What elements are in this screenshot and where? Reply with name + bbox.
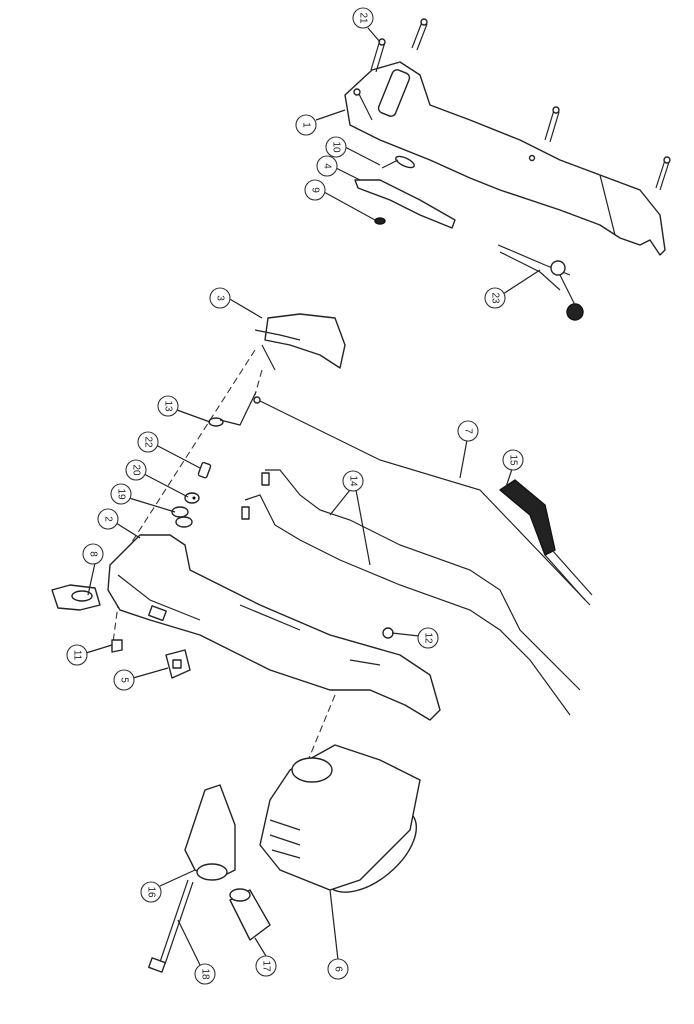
- callout-number: 9: [310, 187, 321, 193]
- callout-circle: [502, 449, 524, 471]
- callout-5: 5: [113, 669, 135, 691]
- callout-circle: [295, 114, 317, 136]
- callout-circle: [82, 543, 104, 565]
- callout-3: 3: [209, 287, 231, 309]
- callout-9: 9: [304, 179, 326, 201]
- callout-circle: [194, 963, 216, 985]
- part-4-lever: [354, 179, 456, 229]
- callout-circle: [417, 627, 439, 649]
- part-3-trigger: [254, 313, 346, 371]
- callout-13: 13: [157, 395, 179, 417]
- callout-number: 7: [463, 428, 474, 434]
- part-11-screw: [111, 639, 123, 653]
- callout-number: 23: [490, 292, 501, 304]
- part-17-cap: [229, 888, 271, 941]
- callout-7: 7: [457, 420, 479, 442]
- part-15-sleeve: [499, 479, 593, 601]
- callout-19: 19: [110, 483, 132, 505]
- callout-number: 11: [72, 650, 83, 661]
- part-16-grip: [184, 784, 236, 881]
- callout-number: 2: [103, 516, 114, 522]
- screws-21: [370, 18, 671, 191]
- callout-number: 13: [163, 400, 174, 412]
- callout-circle: [97, 508, 119, 530]
- callout-number: 3: [215, 295, 226, 301]
- callout-circle: [66, 644, 88, 666]
- part-2-handle-housing: [107, 534, 441, 721]
- callout-1: 1: [295, 114, 317, 136]
- callout-number: 20: [131, 464, 142, 476]
- leader-lines: [85, 27, 541, 966]
- part-12-nut: [382, 627, 394, 639]
- callout-circle: [327, 958, 349, 980]
- part-9-ring: [374, 217, 386, 225]
- part-13-spring: [208, 391, 257, 427]
- part-6-shaft-housing: [259, 744, 421, 893]
- callout-number: 10: [331, 141, 342, 153]
- callout-number: 14: [348, 475, 359, 487]
- callout-circle: [457, 420, 479, 442]
- callout-circle: [342, 470, 364, 492]
- callout-11: 11: [66, 644, 88, 666]
- callout-16: 16: [140, 881, 162, 903]
- callout-18: 18: [194, 963, 216, 985]
- callout-number: 5: [119, 677, 130, 683]
- callout-circle: [140, 881, 162, 903]
- callout-21: 21: [352, 7, 374, 29]
- part-19-orings: [171, 506, 193, 528]
- callout-number: 22: [143, 436, 154, 448]
- callout-number: 17: [261, 960, 272, 972]
- callout-17: 17: [255, 955, 277, 977]
- callout-number: 21: [358, 12, 369, 24]
- part-22-plug: [197, 461, 212, 479]
- part-7-cable: [253, 396, 591, 606]
- callout-number: 15: [508, 454, 519, 466]
- callout-number: 18: [200, 968, 211, 980]
- callout-circle: [316, 155, 338, 177]
- callouts: 21 1 10 4 9 23 3 13 22 20 19 2 8 11 5 7 15 14 12 16 17 18 6: [66, 7, 524, 985]
- callout-number: 4: [322, 163, 333, 169]
- callout-circle: [157, 395, 179, 417]
- callout-22: 22: [137, 431, 159, 453]
- callout-circle: [113, 669, 135, 691]
- callout-15: 15: [502, 449, 524, 471]
- callout-14: 14: [342, 470, 364, 492]
- callout-circle: [304, 179, 326, 201]
- callout-number: 16: [146, 886, 157, 898]
- part-14-wires: [241, 469, 581, 716]
- callout-number: 1: [301, 122, 312, 128]
- callout-10: 10: [325, 136, 347, 158]
- part-1-handle-cover: [344, 61, 666, 256]
- part-8-clamp: [51, 584, 101, 611]
- part-23-wire-harness: [497, 244, 584, 321]
- callout-circle: [125, 459, 147, 481]
- callout-circle: [255, 955, 277, 977]
- callout-circle: [110, 483, 132, 505]
- callout-12: 12: [417, 627, 439, 649]
- callout-circle: [484, 287, 506, 309]
- callout-number: 6: [333, 966, 344, 972]
- callout-2: 2: [97, 508, 119, 530]
- callout-6: 6: [327, 958, 349, 980]
- callout-20: 20: [125, 459, 147, 481]
- callout-circle: [325, 136, 347, 158]
- callout-circle: [209, 287, 231, 309]
- callout-8: 8: [82, 543, 104, 565]
- callout-23: 23: [484, 287, 506, 309]
- part-10-clip: [381, 155, 415, 169]
- callout-circle: [352, 7, 374, 29]
- part-5-switch: [165, 649, 191, 679]
- part-20-washer: [184, 492, 200, 504]
- callout-number: 8: [88, 551, 99, 557]
- callout-circle: [137, 431, 159, 453]
- callout-4: 4: [316, 155, 338, 177]
- callout-number: 19: [116, 488, 127, 500]
- callout-number: 12: [423, 632, 434, 644]
